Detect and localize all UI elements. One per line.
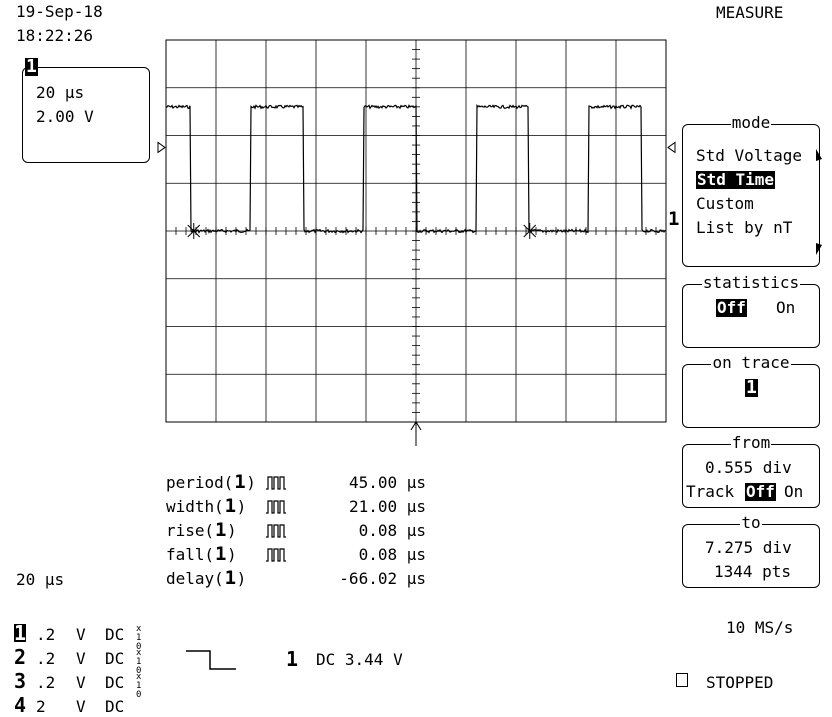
channel-unit: V [76,697,86,716]
channel-number: 4 [14,693,27,717]
channel-coupling: DC [105,673,125,692]
probe-attenuation: x10 [136,648,142,676]
date-label: 19-Sep-18 [16,2,103,21]
channel-number: 2 [14,645,27,669]
measurement-paren: ) [236,497,247,516]
mode-option-custom[interactable]: Custom [696,194,754,213]
measurement-channel: 1 [224,495,237,517]
to-cursor-value: 7.275 div [705,538,792,557]
statistics-menu-title: statistics [701,273,801,292]
measurement-name: fall [166,545,205,564]
on-trace-value: 1 [745,377,758,398]
to-menu[interactable]: to 7.275 div 1344 pts [682,513,820,588]
measurement-name: rise [166,521,205,540]
channel-unit: V [76,673,86,692]
measurement-name: width [166,497,215,516]
track-label: Track [686,482,735,501]
on-trace-menu[interactable]: on trace 1 [682,353,820,428]
measurement-paren: ) [227,521,237,540]
measurement-paren: ( [223,473,234,492]
volts-per-div-value: 2.00 V [36,107,94,126]
channel-coupling: DC [105,649,125,668]
waveform-trace [165,103,667,234]
pulse-train-icon [266,476,286,490]
from-menu-title: from [730,433,772,452]
timebase-label: 20 µs [16,570,65,589]
measurement-channel: 1 [215,543,227,565]
channel-info-box[interactable]: 1 20 µs 2.00 V [22,58,150,163]
channel-volts: .2 [36,673,56,692]
mode-menu[interactable]: mode Std Voltage Std Time Custom List by… [682,113,822,267]
probe-attenuation: x10 [136,672,142,700]
channel-volts: .2 [36,649,56,668]
statistics-menu[interactable]: statistics Off On [682,273,820,348]
mode-option-list-by-nt[interactable]: List by nT [696,218,793,237]
mode-menu-title: mode [730,113,772,132]
pulse-train-icon [266,548,286,562]
measurement-paren: ) [246,473,256,492]
channel-number: 1 [14,621,27,645]
pulse-train-icon [266,500,286,514]
channel-volts: 2 [36,697,46,716]
measurement-paren: ( [214,569,224,588]
from-cursor-value: 0.555 div [705,458,792,477]
status-indicator-icon [676,673,688,687]
track-off-option[interactable]: Off [745,482,776,501]
acquisition-status: STOPPED [706,673,774,692]
menu-title: MEASURE [716,3,784,22]
scroll-up-icon [816,149,822,161]
timebase-value: 20 µs [36,83,85,102]
on-trace-menu-title: on trace [711,353,791,372]
measurement-paren: ) [227,545,237,564]
trigger-channel: 1 [286,647,299,671]
trigger-slope-icon [186,650,236,670]
measurement-name: period [166,473,224,492]
trigger-arrow-head-icon [410,421,422,431]
measurement-paren: ( [214,497,224,516]
channel-volts: .2 [36,625,56,644]
channel-coupling: DC [105,697,125,716]
measurement-channel: 1 [215,519,227,541]
measurement-value: 0.08 µs [358,545,426,564]
measurement-value: 45.00 µs [348,473,426,492]
trigger-level-right-icon [667,141,676,154]
track-on-option[interactable]: On [784,482,804,501]
time-label: 18:22:26 [16,26,94,45]
measurement-paren: ) [236,569,247,588]
mode-option-std-time[interactable]: Std Time [696,170,776,189]
statistics-off-option[interactable]: Off [716,298,747,317]
from-menu[interactable]: from 0.555 div Track Off On [682,433,820,508]
channel-coupling: DC [105,625,125,644]
statistics-on-option[interactable]: On [776,298,796,317]
sample-rate: 10 MS/s [726,618,794,637]
channel-number: 3 [14,669,27,693]
measurement-name: delay [166,569,215,588]
to-menu-title: to [740,513,762,532]
trigger-level-left-icon [157,141,166,154]
measurement-paren: ( [204,521,215,540]
trigger-level: DC 3.44 V [316,650,403,669]
channel-badge: 1 [25,56,38,77]
to-points-value: 1344 pts [714,562,792,581]
measurement-channel: 1 [234,471,246,493]
measurement-paren: ( [204,545,215,564]
channel-unit: V [76,625,86,644]
scroll-down-icon [816,243,822,255]
channel-unit: V [76,649,86,668]
pulse-train-icon [266,524,286,538]
measurement-value: 0.08 µs [358,521,426,540]
probe-attenuation: x10 [136,624,142,652]
waveform-display [157,39,676,446]
measurement-value: 21.00 µs [348,497,426,516]
trace-level-marker: 1 [668,208,680,230]
measurement-channel: 1 [224,567,237,589]
mode-option-std-voltage[interactable]: Std Voltage [696,146,802,165]
measurement-value: -66.02 µs [339,569,426,588]
